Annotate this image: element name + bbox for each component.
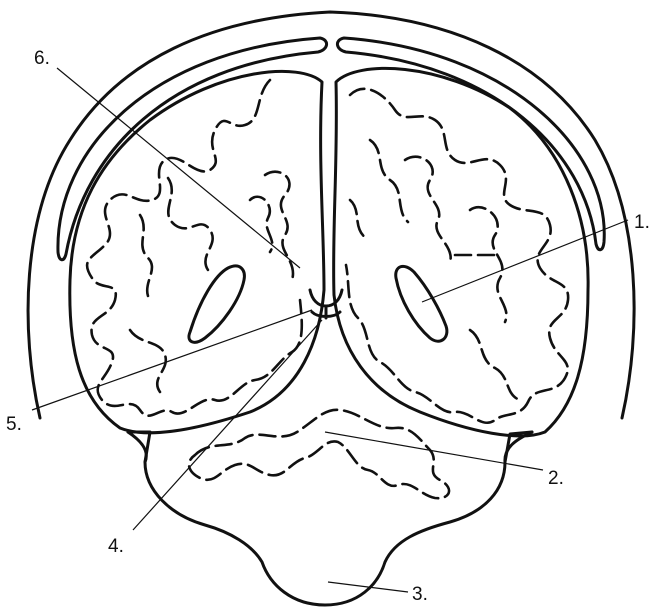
label-3: 3.	[412, 584, 428, 605]
left-gyri-inner-5	[140, 215, 152, 300]
left-gyri-inner-1	[168, 178, 213, 270]
right-lateral-ventricle	[396, 266, 447, 341]
label-1: 1.	[634, 212, 650, 233]
right-hemisphere	[334, 68, 589, 436]
right-gyri-inner-6	[350, 200, 366, 238]
label-4: 4.	[108, 536, 124, 557]
right-gyri-inner-2	[470, 207, 506, 322]
midline-third-ventricle	[310, 290, 342, 318]
left-gyri-inner-3	[250, 197, 272, 252]
label-6: 6.	[34, 48, 50, 69]
right-gyri-inner-1	[405, 157, 451, 262]
leader-line-5	[32, 310, 312, 410]
leader-line-1	[422, 220, 628, 302]
cerebellum-folia	[189, 410, 449, 498]
right-gyri-inner-3	[370, 140, 408, 222]
left-lateral-ventricle	[189, 266, 244, 342]
left-gyri-inner-2	[265, 172, 293, 280]
left-gyri-outline	[87, 80, 302, 416]
left-junction-wedge	[128, 432, 150, 462]
outer-scalp-contour	[28, 12, 634, 418]
leader-line-4	[133, 320, 322, 530]
left-gyri-inner-4	[130, 330, 166, 392]
leader-line-6	[57, 68, 300, 268]
right-gyri-inner-4	[470, 330, 520, 400]
label-5: 5.	[6, 414, 22, 435]
label-2: 2.	[548, 468, 564, 489]
